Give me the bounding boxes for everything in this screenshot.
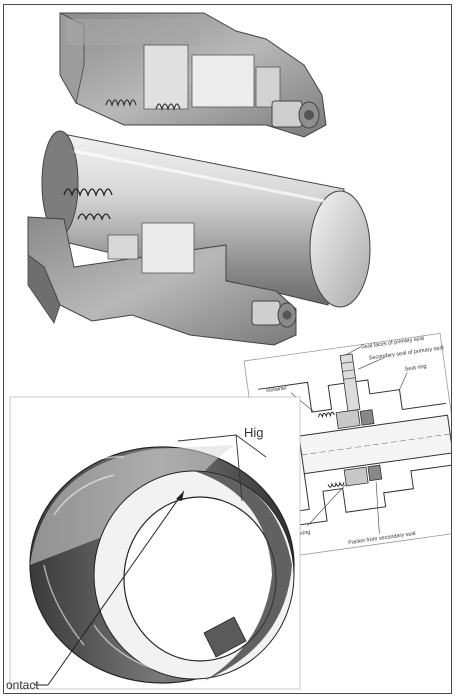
label-high-contact: Hig xyxy=(244,425,264,440)
label-seat-ring: Seat ring xyxy=(404,364,427,373)
label-retainer: Retainer xyxy=(266,385,288,394)
lower-bolt-icon xyxy=(251,300,297,328)
seal-ring-closeup-illustration: Hig ontact xyxy=(6,396,301,692)
lower-spring-icon xyxy=(63,188,113,221)
label-contact: ontact xyxy=(6,678,39,692)
seal-cutaway-illustration xyxy=(27,12,371,346)
upper-spring-icon xyxy=(105,99,181,112)
upper-bolt-icon xyxy=(271,100,320,129)
figure-canvas: Seal faces of primary seal Secondary sea… xyxy=(6,12,451,692)
figure-frame: Seal faces of primary seal Secondary sea… xyxy=(3,4,452,694)
label-spring: Spring xyxy=(294,529,311,537)
